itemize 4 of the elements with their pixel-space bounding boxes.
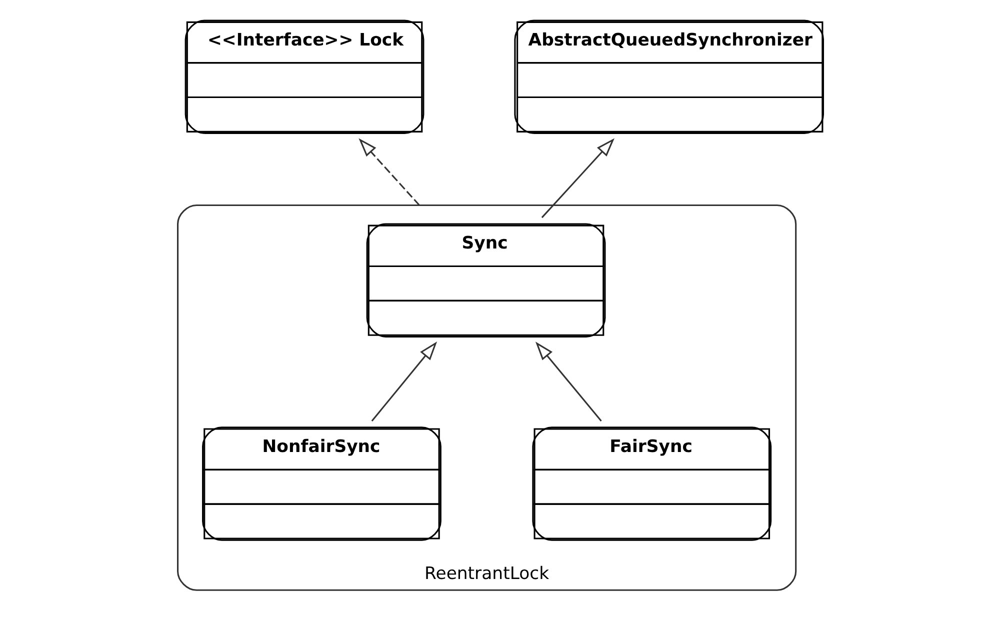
arrow	[370, 342, 437, 422]
arrow	[358, 138, 420, 206]
arrow	[534, 342, 602, 422]
arrow	[540, 138, 614, 218]
